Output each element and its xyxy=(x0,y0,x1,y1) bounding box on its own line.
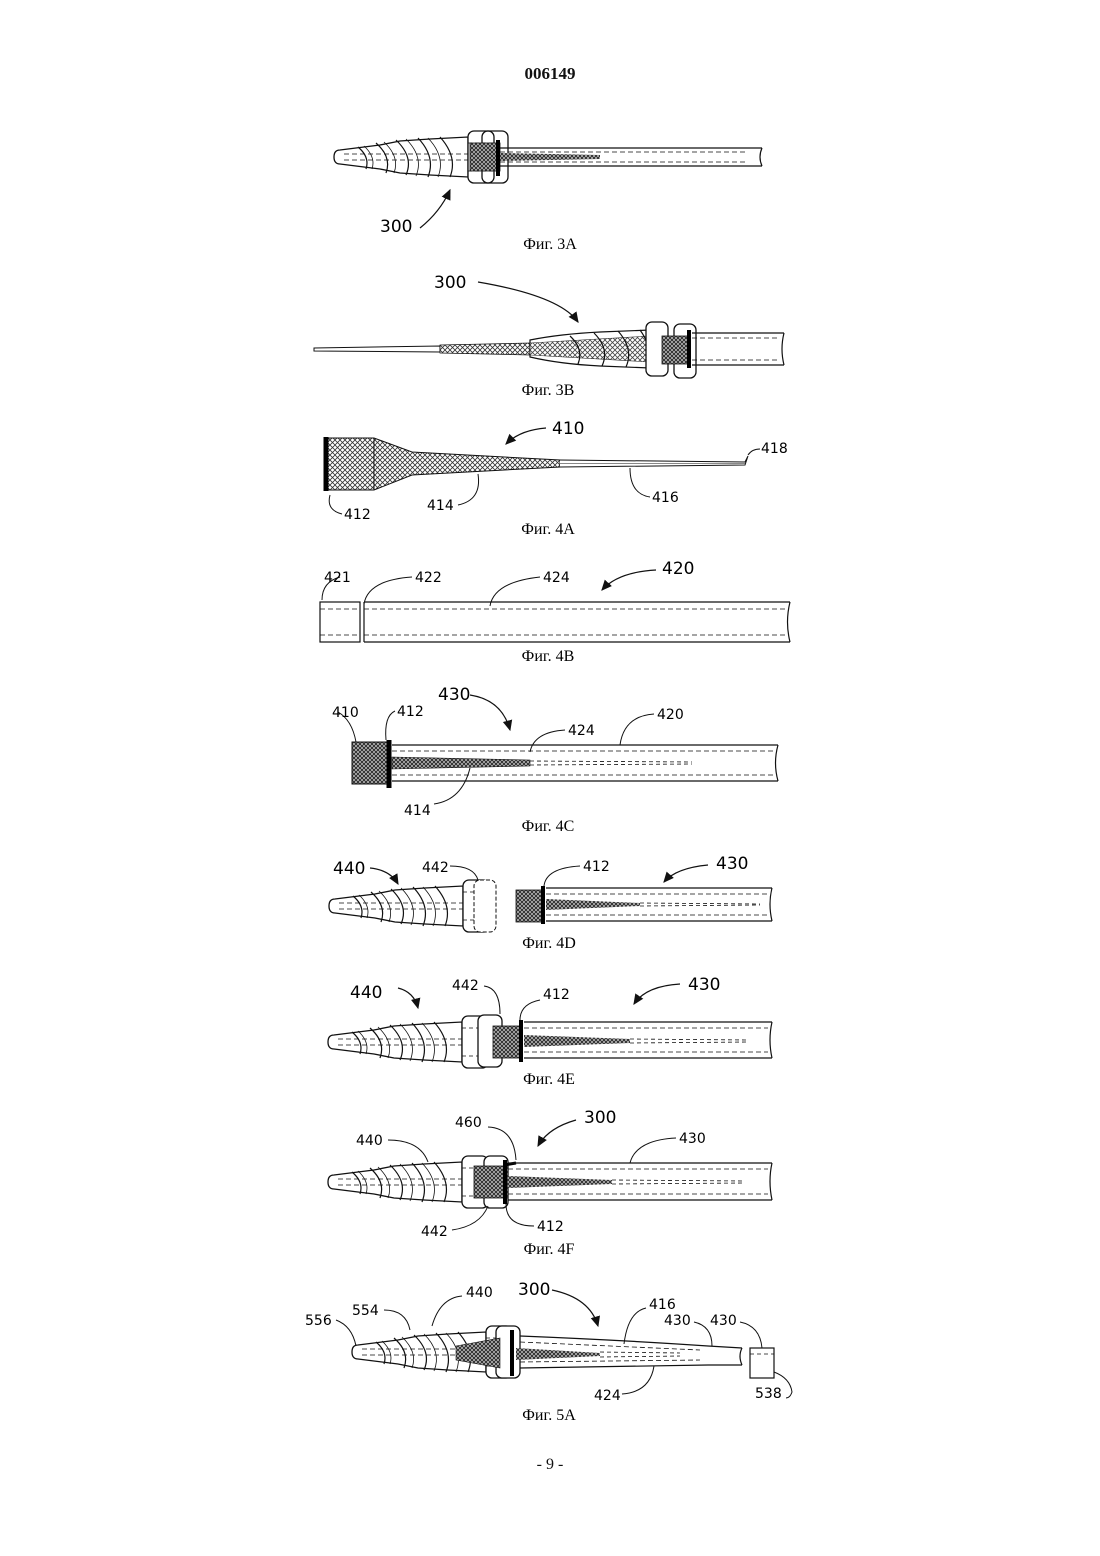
reference-label: 300 xyxy=(584,1108,616,1128)
reference-label: 440 xyxy=(466,1285,493,1301)
figure-caption: Фиг. 4C xyxy=(522,818,575,835)
reference-label: 442 xyxy=(422,860,449,876)
figure-4b: 421 422 424 420 Фиг. 4B xyxy=(320,559,790,665)
figure-5a: 300 440 554 556 416 430 430 424 538 Фиг.… xyxy=(305,1280,792,1424)
reference-label: 424 xyxy=(543,570,570,586)
figure-caption: Фиг. 4A xyxy=(521,521,575,538)
reference-label: 430 xyxy=(438,685,470,705)
anchor-drawing xyxy=(328,1016,488,1068)
reference-label: 300 xyxy=(380,217,412,237)
figure-caption: Фиг. 4F xyxy=(524,1241,575,1258)
figure-caption: Фиг. 3B xyxy=(522,382,575,399)
figure-3a: 300 Фиг. 3A xyxy=(334,131,762,253)
figure-4d: 440 442 412 430 Фиг. 4D xyxy=(329,854,772,952)
reference-label: 416 xyxy=(649,1297,676,1313)
figure-caption: Фиг. 5A xyxy=(522,1407,576,1424)
reference-label: 430 xyxy=(679,1131,706,1147)
reference-label: 430 xyxy=(716,854,748,874)
figure-4e: 440 442 412 430 Фиг. 4E xyxy=(328,975,772,1088)
reference-label: 418 xyxy=(761,441,788,457)
reference-label: 410 xyxy=(332,705,359,721)
reference-label: 416 xyxy=(652,490,679,506)
reference-label: 414 xyxy=(404,803,431,819)
anchor-drawing xyxy=(328,1156,488,1208)
reference-label: 442 xyxy=(421,1224,448,1240)
reference-label: 538 xyxy=(755,1386,782,1402)
figure-caption: Фиг. 3A xyxy=(523,236,577,253)
figure-3b: 300 Фиг. 3B xyxy=(314,273,784,399)
reference-label: 412 xyxy=(537,1219,564,1235)
page-number: - 9 - xyxy=(0,1456,1100,1474)
reference-label: 412 xyxy=(583,859,610,875)
figure-caption: Фиг. 4D xyxy=(522,935,576,952)
reference-label: 412 xyxy=(543,987,570,1003)
reference-label: 300 xyxy=(434,273,466,293)
figure-caption: Фиг. 4B xyxy=(522,648,575,665)
reference-label: 440 xyxy=(350,983,382,1003)
reference-label: 421 xyxy=(324,570,351,586)
figure-caption: Фиг. 4E xyxy=(523,1071,575,1088)
figure-4a: 410 418 412 414 416 Фиг. 4A xyxy=(326,419,788,538)
reference-label: 440 xyxy=(333,859,365,879)
reference-label: 424 xyxy=(594,1388,621,1404)
reference-label: 422 xyxy=(415,570,442,586)
reference-label: 554 xyxy=(352,1303,379,1319)
reference-label: 460 xyxy=(455,1115,482,1131)
figure-4c: 410 412 430 424 420 414 Фиг. 4C xyxy=(332,685,778,835)
anchor-drawing xyxy=(329,880,489,932)
reference-label: 420 xyxy=(657,707,684,723)
reference-label: 440 xyxy=(356,1133,383,1149)
reference-label: 556 xyxy=(305,1313,332,1329)
reference-label: 430 xyxy=(688,975,720,995)
reference-label: 410 xyxy=(552,419,584,439)
reference-label: 420 xyxy=(662,559,694,579)
reference-label: 424 xyxy=(568,723,595,739)
reference-label: 412 xyxy=(344,507,371,523)
reference-label: 414 xyxy=(427,498,454,514)
figure-4f: 460 300 430 440 442 412 Фиг. 4F xyxy=(328,1108,772,1258)
reference-label: 442 xyxy=(452,978,479,994)
reference-label: 412 xyxy=(397,704,424,720)
reference-label: 300 xyxy=(518,1280,550,1300)
reference-label: 430 xyxy=(710,1313,737,1329)
reference-label: 430 xyxy=(664,1313,691,1329)
